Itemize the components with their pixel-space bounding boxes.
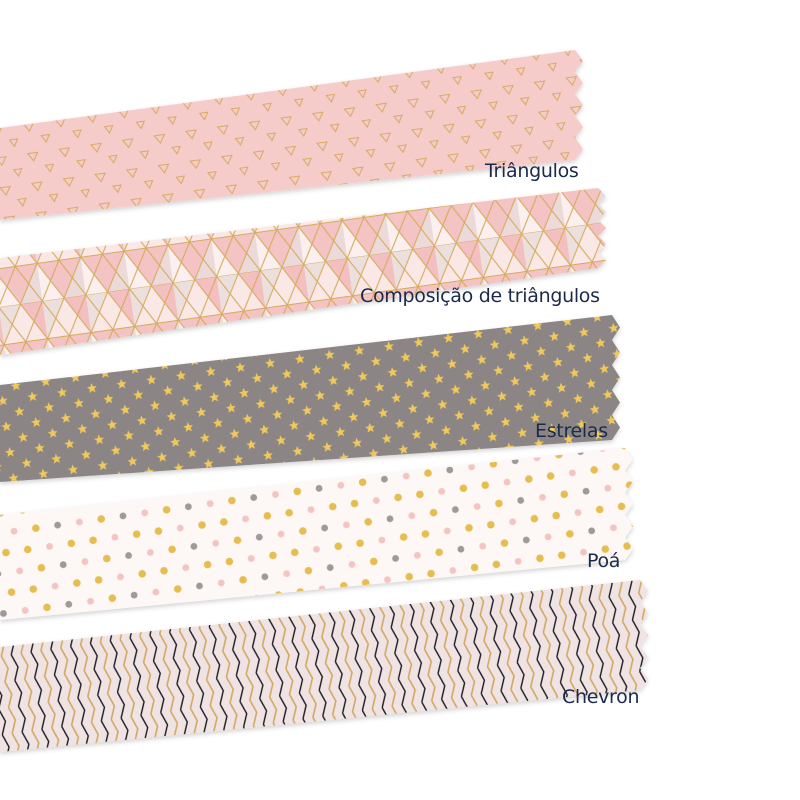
washi-tape-strip-chevron xyxy=(0,580,648,752)
tape-label-triangles: Triângulos xyxy=(485,160,579,182)
tape-label-stars: Estrelas xyxy=(535,420,608,442)
tape-label-chevron: Chevron xyxy=(562,686,640,708)
washi-tape-strip-polka-dots xyxy=(0,448,633,620)
tape-label-polka-dots: Poá xyxy=(587,550,621,572)
washi-tape-strip-stars xyxy=(0,315,620,482)
tape-label-triangle-composition: Composição de triângulos xyxy=(360,285,600,307)
washi-tape-strip-triangle-composition xyxy=(0,188,606,355)
washi-tape-strip-triangles xyxy=(0,50,583,220)
